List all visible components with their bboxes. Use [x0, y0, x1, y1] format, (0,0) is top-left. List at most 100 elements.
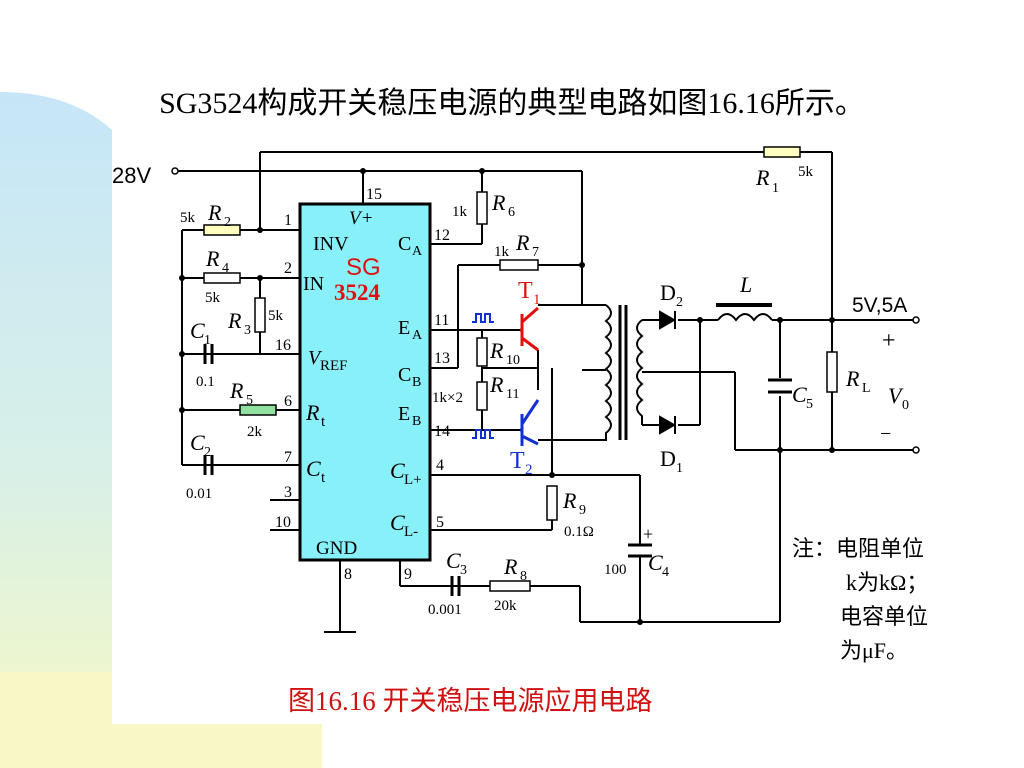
- pin-number-6: 6: [284, 393, 292, 410]
- label-c5-sub: 5: [806, 397, 813, 412]
- label-r1-sub: 1: [772, 181, 779, 196]
- transistor-t1: [520, 306, 539, 352]
- pin-number-2: 2: [284, 260, 292, 277]
- left-decor-band: [0, 92, 112, 768]
- pin-eb: E: [398, 403, 410, 425]
- label-r6-sub: 6: [508, 205, 515, 220]
- pin-cb: C: [398, 364, 411, 386]
- value-r2: 5k: [180, 210, 196, 226]
- note-line-1: 注：电阻单位: [792, 536, 924, 561]
- label-d1-sub: 1: [676, 461, 683, 476]
- resistor-r11: [476, 381, 488, 411]
- slide-heading: SG3524构成开关稳压电源的典型电路如图16.16所示。: [159, 87, 865, 120]
- value-r5: 2k: [247, 424, 263, 440]
- value-r4: 5k: [205, 290, 221, 306]
- pin-rt-sub: t: [321, 414, 326, 430]
- supply-label: 28V: [112, 163, 151, 188]
- label-c4: C: [648, 550, 663, 575]
- note-line-2: k为kΩ；: [846, 570, 928, 595]
- pin-vplus: V+: [349, 208, 373, 229]
- label-c2-sub: 2: [204, 445, 211, 460]
- output-plus-sign: +: [882, 328, 896, 354]
- label-c1: C: [190, 318, 205, 343]
- pin-clminus-sub: L-: [404, 524, 418, 540]
- label-rl: R: [845, 366, 860, 391]
- output-rating: 5V,5A: [852, 294, 907, 317]
- label-r9-sub: 9: [579, 503, 586, 518]
- pin-in: IN: [303, 273, 324, 295]
- value-c2: 0.01: [186, 486, 212, 502]
- resistor-r3: [254, 297, 266, 333]
- diagram-panel: [112, 134, 1024, 724]
- chip-name-sg: SG: [346, 254, 381, 281]
- figure-caption: 图16.16 开关稳压电源应用电路: [288, 686, 653, 716]
- value-r7: 1k: [494, 244, 510, 260]
- label-r3: R: [227, 308, 242, 333]
- label-vo-sub: 0: [902, 398, 909, 413]
- label-c4-sub: 4: [662, 565, 669, 580]
- supply-terminal: [171, 167, 179, 175]
- pin-number-8: 8: [344, 566, 352, 583]
- label-t1-sub: 1: [533, 292, 541, 308]
- label-r4: R: [205, 246, 220, 271]
- value-c3: 0.001: [428, 602, 462, 618]
- value-r3: 5k: [268, 308, 284, 324]
- label-r7-sub: 7: [532, 245, 539, 260]
- label-inductor: L: [739, 272, 752, 297]
- pin-number-9: 9: [404, 566, 412, 583]
- transistor-t2: [520, 399, 540, 446]
- resistor-r10: [476, 337, 488, 367]
- label-r2: R: [207, 200, 222, 225]
- inductor-l: [717, 313, 773, 322]
- pin-clminus: C: [390, 510, 405, 535]
- pin-ca-sub: A: [412, 244, 423, 259]
- pin-cb-sub: B: [412, 375, 421, 390]
- label-r11: R: [489, 372, 504, 397]
- pin-number-3: 3: [284, 484, 292, 501]
- resistor-r9: [546, 485, 558, 521]
- label-r1: R: [755, 165, 770, 190]
- note-line-4: 为μF。: [840, 638, 908, 663]
- label-c5: C: [792, 382, 807, 407]
- pin-clplus: C: [390, 458, 405, 483]
- c4-plus-sign: +: [643, 524, 653, 544]
- label-r8-sub: 8: [520, 569, 527, 584]
- sg3524-chip: [298, 202, 432, 562]
- pin-number-7: 7: [284, 449, 292, 466]
- label-r11-sub: 11: [506, 387, 519, 402]
- label-c3: C: [446, 548, 461, 573]
- label-rl-sub: L: [862, 381, 871, 396]
- pin-vref-sub: REF: [320, 358, 348, 374]
- pin-gnd: GND: [316, 538, 357, 559]
- pin-ea: E: [398, 317, 410, 339]
- pin-number-11: 11: [434, 312, 449, 329]
- label-d2: D: [660, 280, 676, 305]
- pin-number-12: 12: [434, 227, 450, 244]
- label-t2: T: [510, 448, 525, 474]
- pin-number-16: 16: [275, 337, 291, 354]
- resistor-r6: [476, 191, 488, 225]
- value-r9: 0.1Ω: [564, 524, 594, 540]
- resistor-r1: [763, 146, 801, 158]
- label-r5: R: [229, 378, 244, 403]
- resistor-r7: [499, 259, 539, 271]
- label-r10-sub: 10: [506, 353, 520, 368]
- label-d1: D: [660, 446, 676, 471]
- label-r8: R: [503, 554, 518, 579]
- label-c3-sub: 3: [460, 563, 467, 578]
- pin-number-5: 5: [436, 514, 444, 531]
- resistor-r8: [489, 580, 531, 592]
- pin-number-14: 14: [434, 423, 450, 440]
- pin-inv: INV: [313, 233, 349, 255]
- pin-vref: V: [308, 347, 323, 369]
- pin-number-10: 10: [275, 514, 291, 531]
- label-vo: V: [888, 383, 904, 408]
- label-r5-sub: 5: [246, 393, 253, 408]
- label-r10: R: [489, 338, 504, 363]
- resistor-rl: [826, 351, 838, 393]
- pin-clplus-sub: L+: [404, 472, 422, 488]
- label-r4-sub: 4: [222, 261, 229, 276]
- label-t2-sub: 2: [525, 462, 533, 478]
